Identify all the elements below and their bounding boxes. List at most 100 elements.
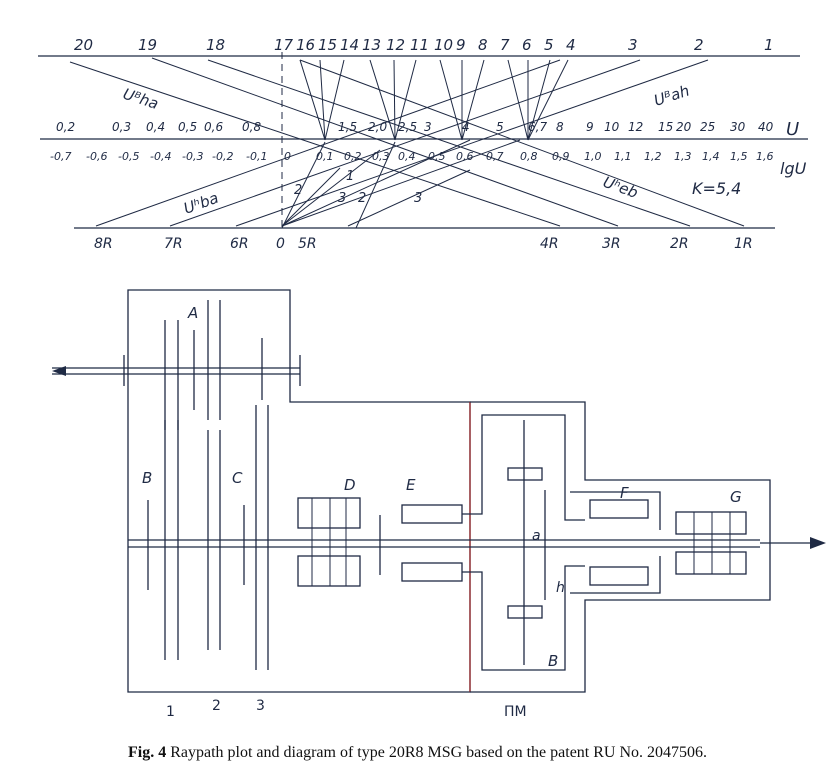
shaft-label-2: 2 — [212, 698, 221, 714]
lg-tick: 0,7 — [486, 150, 504, 163]
ray-label-uba: Uᴮha — [121, 85, 161, 113]
inner-label-b: B — [548, 652, 558, 670]
input-arrow — [52, 366, 66, 376]
u-tick: 12 — [628, 120, 643, 134]
lg-tick: 0,1 — [316, 150, 334, 163]
small-label-3a: 3 — [338, 191, 346, 206]
lg-tick: 1,2 — [644, 150, 662, 163]
top-number: 18 — [206, 36, 225, 54]
shaft-label-pm: ΠM — [504, 704, 527, 720]
lg-tick: 1,4 — [702, 150, 720, 163]
clutch-d — [297, 497, 361, 587]
top-number: 9 — [456, 36, 466, 54]
lg-tick: 0,2 — [344, 150, 362, 163]
bottom-label: 3R — [602, 236, 621, 252]
lg-tick: 1,0 — [584, 150, 602, 163]
lg-tick: 0,8 — [520, 150, 538, 163]
axis-u-label: U — [786, 119, 799, 140]
u-tick: 15 — [658, 120, 673, 134]
u-tick: 40 — [758, 120, 774, 134]
lg-tick: -0,2 — [212, 150, 233, 163]
u-tick: 0,2 — [56, 120, 75, 134]
bottom-label: 5R — [298, 236, 317, 252]
small-label-3b: 3 — [414, 191, 422, 206]
top-number: 4 — [566, 36, 576, 54]
lg-tick: 0,4 — [398, 150, 416, 163]
lg-tick: -0,5 — [118, 150, 139, 163]
main-gears — [147, 405, 269, 670]
u-tick: 8 — [556, 120, 564, 134]
u-tick: 0,8 — [242, 120, 261, 134]
lg-tick: 0,9 — [552, 150, 570, 163]
letter-e: E — [406, 476, 416, 494]
u-tick: 2,0 — [368, 120, 387, 134]
top-number: 10 — [434, 36, 453, 54]
planetary — [507, 420, 546, 665]
top-number: 2 — [694, 36, 704, 54]
u-tick: 5 — [496, 120, 504, 134]
lg-tick: 1,5 — [730, 150, 748, 163]
lg-tick: 1,6 — [756, 150, 774, 163]
shaft-label-1: 1 — [166, 704, 175, 720]
letter-a: A — [187, 304, 198, 322]
lg-tick: 0 — [284, 150, 291, 163]
top-number: 5 — [544, 36, 554, 54]
bottom-label: 2R — [670, 236, 689, 252]
figure-caption: Fig. 4 Raypath plot and diagram of type … — [0, 744, 835, 762]
u-tick: 30 — [730, 120, 746, 134]
u-tick: 0,5 — [178, 120, 197, 134]
ray-lines — [69, 57, 745, 227]
clutch-g — [675, 511, 747, 575]
inner-label-h: h — [556, 580, 565, 596]
output-arrow — [810, 537, 826, 549]
lg-tick: -0,4 — [150, 150, 171, 163]
lg-tick: -0,3 — [182, 150, 203, 163]
u-tick: 1,5 — [338, 120, 357, 134]
letter-f: F — [620, 484, 629, 502]
letter-b: B — [142, 469, 152, 487]
u-tick: 9 — [586, 120, 594, 134]
letter-d: D — [344, 476, 356, 494]
u-tick: 0,3 — [112, 120, 131, 134]
clutch-e — [379, 414, 585, 671]
bottom-label: 6R — [230, 236, 249, 252]
lg-tick: 0,6 — [456, 150, 474, 163]
u-tick: 25 — [700, 120, 715, 134]
u-tick: 3 — [424, 120, 432, 134]
bottom-label: 8R — [94, 236, 113, 252]
bottom-label: 0 — [276, 236, 285, 252]
u-tick: 0,4 — [146, 120, 165, 134]
housing-right — [470, 401, 771, 693]
shaft-label-3: 3 — [256, 698, 265, 714]
u-tick: 20 — [676, 120, 692, 134]
k-label: K=5,4 — [692, 179, 741, 198]
bottom-label: 4R — [540, 236, 559, 252]
top-number: 13 — [362, 36, 381, 54]
top-number: 16 — [296, 36, 315, 54]
bottom-label: 1R — [734, 236, 753, 252]
ray-label-uah: Uᴮah — [652, 82, 692, 110]
lg-tick: 1,1 — [614, 150, 632, 163]
fan-rays — [281, 59, 569, 229]
top-number: 12 — [386, 36, 405, 54]
u-tick: 10 — [604, 120, 620, 134]
top-number: 20 — [74, 36, 93, 54]
top-number: 17 — [274, 36, 294, 54]
top-number: 19 — [138, 36, 157, 54]
small-label-2a: 2 — [294, 183, 302, 198]
top-number: 7 — [500, 36, 510, 54]
lg-tick: -0,7 — [50, 150, 71, 163]
u-tick: 6,7 — [528, 120, 547, 134]
u-tick: 0,6 — [204, 120, 223, 134]
lg-tick: -0,6 — [86, 150, 107, 163]
axis-lgu-label: lgU — [780, 159, 807, 178]
top-number: 1 — [764, 36, 774, 54]
top-number: 3 — [628, 36, 638, 54]
kinematic-diagram: A B C D E F G a h B 1 2 3 ΠM — [52, 289, 826, 720]
